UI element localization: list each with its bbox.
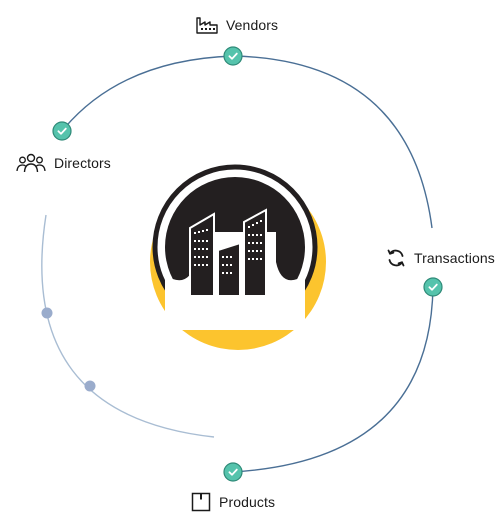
- directors-check-icon: [52, 121, 72, 141]
- factory-icon: [196, 16, 218, 34]
- node-directors: Directors: [16, 152, 111, 174]
- city-buildings-icon: [150, 164, 326, 350]
- transactions-check-icon: [423, 277, 443, 297]
- node-label-text: Transactions: [414, 250, 495, 266]
- vendors-check-icon: [223, 46, 243, 66]
- box-icon: [191, 492, 211, 512]
- node-label-text: Products: [219, 494, 276, 510]
- pending-step-dot: [41, 307, 53, 319]
- refresh-icon: [386, 248, 406, 268]
- products-check-icon: [223, 462, 243, 482]
- people-group-icon: [16, 152, 46, 174]
- node-label-text: Vendors: [226, 17, 279, 33]
- arc-pending: [41, 214, 215, 438]
- arc-vendors-directors: [61, 55, 234, 132]
- node-vendors: Vendors: [196, 16, 278, 34]
- node-label-text: Directors: [54, 155, 111, 171]
- node-transactions: Transactions: [386, 248, 495, 268]
- node-products: Products: [191, 492, 275, 512]
- arc-transactions-products: [232, 286, 434, 473]
- pending-step-dot: [84, 380, 96, 392]
- arc-vendors-transactions: [232, 55, 433, 229]
